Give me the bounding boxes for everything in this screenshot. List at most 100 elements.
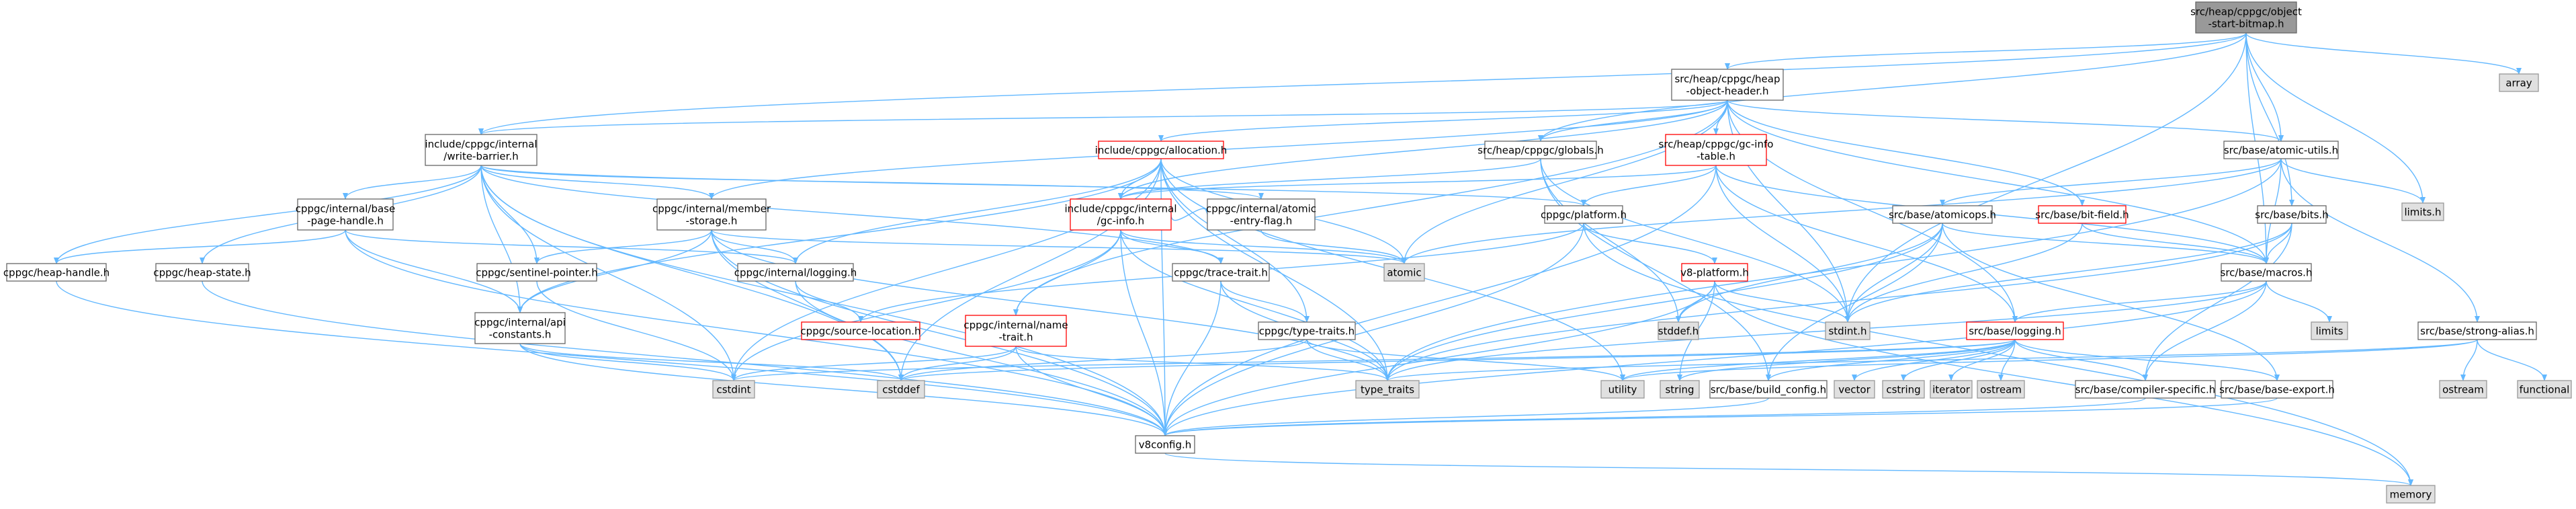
node-box[interactable]	[2517, 380, 2572, 399]
node-box[interactable]	[1892, 205, 1993, 224]
node-compilerspecific[interactable]: src/base/compiler-specific.h	[2075, 380, 2216, 399]
node-iterator[interactable]: iterator	[1930, 380, 1973, 399]
node-atomic[interactable]: atomic	[1383, 263, 1425, 282]
node-tracetrait[interactable]: cppgc/trace-trait.h	[1172, 263, 1270, 282]
node-cstdint[interactable]: cstdint	[712, 380, 755, 399]
node-functional[interactable]: functional	[2517, 380, 2572, 399]
node-allocation[interactable]: include/cppgc/allocation.h	[1095, 141, 1228, 159]
node-box[interactable]	[2221, 263, 2312, 282]
node-bitfield[interactable]: src/base/bit-field.h	[2035, 205, 2129, 224]
node-type_traits[interactable]: type_traits	[1355, 380, 1420, 399]
node-box[interactable]	[6, 263, 107, 282]
node-bits[interactable]: src/base/bits.h	[2255, 205, 2329, 224]
node-box[interactable]	[1665, 134, 1767, 166]
node-box[interactable]	[1258, 321, 1356, 340]
node-box[interactable]	[1484, 141, 1597, 159]
node-root[interactable]: src/heap/cppgc/object-start-bitmap.h	[2190, 1, 2302, 34]
node-cstddef[interactable]: cstddef	[877, 380, 925, 399]
node-heapobjheader[interactable]: src/heap/cppgc/heap-object-header.h	[1671, 69, 1784, 101]
node-box[interactable]	[476, 263, 597, 282]
node-box[interactable]	[1671, 69, 1784, 101]
node-v8config[interactable]: v8config.h	[1135, 435, 1195, 454]
node-box[interactable]	[1977, 380, 2025, 399]
node-box[interactable]	[712, 380, 755, 399]
node-box[interactable]	[656, 198, 767, 231]
node-box[interactable]	[1966, 321, 2064, 340]
node-v8platform[interactable]: v8-platform.h	[1680, 263, 1749, 282]
node-gcinfotable[interactable]: src/heap/cppgc/gc-info-table.h	[1659, 134, 1774, 166]
node-stronglias[interactable]: src/base/strong-alias.h	[2417, 321, 2537, 340]
node-gcinfo[interactable]: include/cppgc/internal/gc-info.h	[1064, 198, 1177, 231]
node-box[interactable]	[1825, 321, 1871, 340]
node-memberstorage[interactable]: cppgc/internal/member-storage.h	[652, 198, 771, 231]
node-limits_h[interactable]: limits.h	[2401, 202, 2444, 221]
node-atomicentryflag[interactable]: cppgc/internal/atomic-entry-flag.h	[1206, 198, 1316, 231]
node-basepagehandle[interactable]: cppgc/internal/base-page-handle.h	[296, 198, 395, 231]
node-box[interactable]	[1658, 321, 1699, 340]
node-cstring[interactable]: cstring	[1882, 380, 1925, 399]
node-platform[interactable]: cppgc/platform.h	[1541, 205, 1627, 224]
node-string[interactable]: string	[1660, 380, 1700, 399]
node-box[interactable]	[2038, 205, 2127, 224]
node-stdint_h[interactable]: stdint.h	[1825, 321, 1871, 340]
node-box[interactable]	[297, 198, 394, 231]
node-box[interactable]	[1172, 263, 1270, 282]
node-box[interactable]	[1681, 263, 1748, 282]
node-atomicops[interactable]: src/base/atomicops.h	[1889, 205, 1996, 224]
node-buildconfig[interactable]: src/base/build_config.h	[1709, 380, 1828, 399]
node-sentinelpointer[interactable]: cppgc/sentinel-pointer.h	[476, 263, 598, 282]
node-box[interactable]	[1930, 380, 1973, 399]
node-sourcelocation[interactable]: cppgc/source-location.h	[800, 321, 921, 340]
node-box[interactable]	[1600, 380, 1645, 399]
node-writebarrier[interactable]: include/cppgc/internal/write-barrier.h	[425, 134, 538, 166]
node-box[interactable]	[1709, 380, 1828, 399]
node-box[interactable]	[1135, 435, 1195, 454]
node-box[interactable]	[801, 321, 920, 340]
node-box[interactable]	[1207, 198, 1316, 231]
node-atomicutils[interactable]: src/base/atomic-utils.h	[2223, 141, 2339, 159]
node-box[interactable]	[877, 380, 925, 399]
node-box[interactable]	[2499, 73, 2539, 92]
node-box[interactable]	[2439, 380, 2487, 399]
node-box[interactable]	[2257, 205, 2327, 224]
node-box[interactable]	[965, 315, 1067, 347]
node-box[interactable]	[2311, 321, 2348, 340]
node-box[interactable]	[737, 263, 854, 282]
node-box[interactable]	[2401, 202, 2444, 221]
node-box[interactable]	[1544, 205, 1623, 224]
node-box[interactable]	[1834, 380, 1875, 399]
node-box[interactable]	[2075, 380, 2216, 399]
node-heapstate[interactable]: cppgc/heap-state.h	[153, 263, 251, 282]
node-box[interactable]	[2223, 141, 2339, 159]
node-box[interactable]	[2386, 485, 2436, 504]
node-ostream2[interactable]: ostream	[2439, 380, 2487, 399]
node-ostream1[interactable]: ostream	[1977, 380, 2025, 399]
node-macros[interactable]: src/base/macros.h	[2221, 263, 2313, 282]
node-globals[interactable]: src/heap/cppgc/globals.h	[1477, 141, 1604, 159]
node-box[interactable]	[2417, 321, 2537, 340]
node-utility[interactable]: utility	[1600, 380, 1645, 399]
node-box[interactable]	[1098, 141, 1224, 159]
node-memory[interactable]: memory	[2386, 485, 2436, 504]
node-box[interactable]	[1660, 380, 1700, 399]
node-apiconstants[interactable]: cppgc/internal/api-constants.h	[474, 312, 566, 344]
node-baseexport[interactable]: src/base/base-export.h	[2219, 380, 2335, 399]
node-box[interactable]	[474, 312, 566, 344]
node-baselogging[interactable]: src/base/logging.h	[1966, 321, 2064, 340]
node-box[interactable]	[155, 263, 249, 282]
node-limits[interactable]: limits	[2311, 321, 2348, 340]
node-box[interactable]	[425, 134, 538, 166]
node-vector[interactable]: vector	[1834, 380, 1875, 399]
node-box[interactable]	[2221, 380, 2333, 399]
node-nametrait[interactable]: cppgc/internal/name-trait.h	[963, 315, 1068, 347]
node-typetraits_cppgc[interactable]: cppgc/type-traits.h	[1258, 321, 1356, 340]
node-box[interactable]	[2195, 1, 2297, 34]
node-box[interactable]	[1882, 380, 1925, 399]
node-box[interactable]	[1355, 380, 1420, 399]
node-box[interactable]	[1070, 198, 1172, 231]
node-logging_int[interactable]: cppgc/internal/logging.h	[734, 263, 857, 282]
node-stddef_h[interactable]: stddef.h	[1658, 321, 1699, 340]
node-box[interactable]	[1383, 263, 1425, 282]
node-heaphandle[interactable]: cppgc/heap-handle.h	[3, 263, 110, 282]
node-array[interactable]: array	[2499, 73, 2539, 92]
